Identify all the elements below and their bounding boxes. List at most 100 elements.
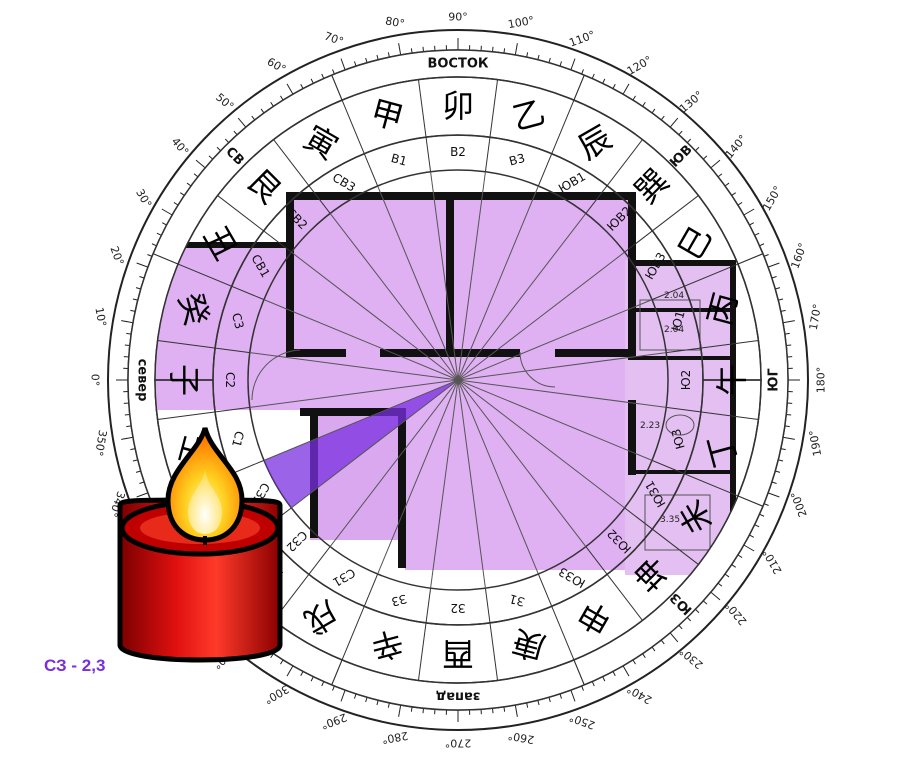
wall-east-upper xyxy=(628,192,636,357)
degree-tick xyxy=(771,481,777,484)
degree-tick xyxy=(759,513,765,517)
degree-tick xyxy=(669,117,679,128)
degree-tick xyxy=(139,481,145,484)
degree-label: 170° xyxy=(807,303,824,331)
sector-radial-line xyxy=(291,379,459,509)
sector-radial-line xyxy=(457,379,625,509)
degree-tick xyxy=(173,202,179,206)
mountain-divider xyxy=(273,139,331,214)
degree-tick xyxy=(660,115,665,121)
direction-divider xyxy=(331,74,343,101)
degree-tick xyxy=(130,309,136,312)
degree-tick xyxy=(398,704,402,717)
degree-tick xyxy=(130,448,136,451)
degree-label: 0° xyxy=(89,374,102,387)
mountain-divider xyxy=(484,79,499,172)
degree-label: 160° xyxy=(788,241,809,270)
degree-tick xyxy=(135,470,141,473)
sector-radial-line xyxy=(329,379,459,547)
sector-radial-line xyxy=(430,171,459,381)
mountain-divider xyxy=(341,99,379,187)
degree-tick xyxy=(410,48,413,54)
degree-label: 260° xyxy=(507,729,535,746)
degree-tick xyxy=(686,617,692,622)
mountain-divider xyxy=(585,139,643,214)
degree-tick xyxy=(526,702,529,708)
degree-tick xyxy=(581,685,584,691)
bathtub xyxy=(639,299,701,351)
degree-tick xyxy=(717,582,723,587)
mountain-code: В1 xyxy=(390,151,409,169)
degree-tick xyxy=(124,344,130,347)
degree-tick xyxy=(754,524,760,528)
mountain-divider xyxy=(273,546,331,621)
sector-radial-line xyxy=(457,379,667,408)
degree-tick xyxy=(321,73,325,79)
degree-tick xyxy=(398,43,402,56)
degree-label: 30° xyxy=(133,187,154,210)
mountain-divider xyxy=(341,573,379,661)
degree-tick xyxy=(702,155,708,160)
degree-tick xyxy=(786,413,792,416)
degree-tick xyxy=(332,685,335,691)
degree-tick xyxy=(216,146,221,152)
room-area-label: 2.23 xyxy=(640,421,660,431)
wall xyxy=(555,349,635,357)
sector-radial-line xyxy=(457,213,587,381)
degree-tick xyxy=(754,232,760,236)
degree-tick xyxy=(136,492,149,498)
sector-radial-line xyxy=(457,299,653,381)
sector-radial-line xyxy=(457,251,625,381)
room-north-bedroom xyxy=(290,192,450,352)
degree-tick xyxy=(503,706,506,712)
wall xyxy=(630,260,735,266)
degree-tick xyxy=(354,61,357,67)
degree-tick xyxy=(570,689,576,702)
sector-radial-line xyxy=(377,379,459,575)
degree-label: 210° xyxy=(760,547,785,576)
degree-tick xyxy=(548,57,551,63)
sector-radial-line xyxy=(457,379,653,461)
degree-tick xyxy=(622,83,630,95)
degree-label: 60° xyxy=(265,55,288,76)
room-area-label: 2.04 xyxy=(664,325,684,335)
degree-tick xyxy=(782,436,795,440)
degree-tick xyxy=(270,653,274,659)
degree-label: 20° xyxy=(107,244,126,267)
degree-label: 80° xyxy=(384,14,405,30)
degree-label: 350° xyxy=(92,429,109,457)
degree-tick xyxy=(612,83,616,89)
mountain-divider xyxy=(217,195,292,253)
mountain-divider xyxy=(417,588,432,681)
toilet xyxy=(665,414,695,436)
degree-tick xyxy=(780,309,786,312)
mountain-divider xyxy=(157,406,250,421)
degree-tick xyxy=(387,52,390,58)
degree-tick xyxy=(669,632,679,643)
wall xyxy=(628,400,636,475)
degree-tick xyxy=(224,138,230,143)
degree-label: 240° xyxy=(625,682,654,707)
direction-divider xyxy=(331,659,343,686)
sector-radial-line xyxy=(430,379,459,589)
degree-tick xyxy=(602,78,606,84)
degree-tick xyxy=(763,503,769,506)
degree-tick xyxy=(602,676,606,682)
degree-tick xyxy=(526,52,529,58)
mountain-code: В3 xyxy=(508,151,527,169)
mountain-hanzi: 卯 xyxy=(442,87,474,125)
mountain-code: З1 xyxy=(508,591,526,608)
degree-tick xyxy=(702,600,708,605)
degree-tick xyxy=(537,54,540,60)
mountain-code: С1 xyxy=(229,429,247,448)
degree-tick xyxy=(193,173,199,178)
degree-tick xyxy=(422,708,425,714)
degree-tick xyxy=(121,436,134,440)
degree-tick xyxy=(161,222,167,226)
degree-tick xyxy=(559,61,562,67)
degree-tick xyxy=(376,700,379,706)
kitchen-unit xyxy=(644,494,711,551)
degree-tick xyxy=(559,693,562,699)
degree-tick xyxy=(121,320,134,324)
sector-radial-line xyxy=(291,251,459,381)
